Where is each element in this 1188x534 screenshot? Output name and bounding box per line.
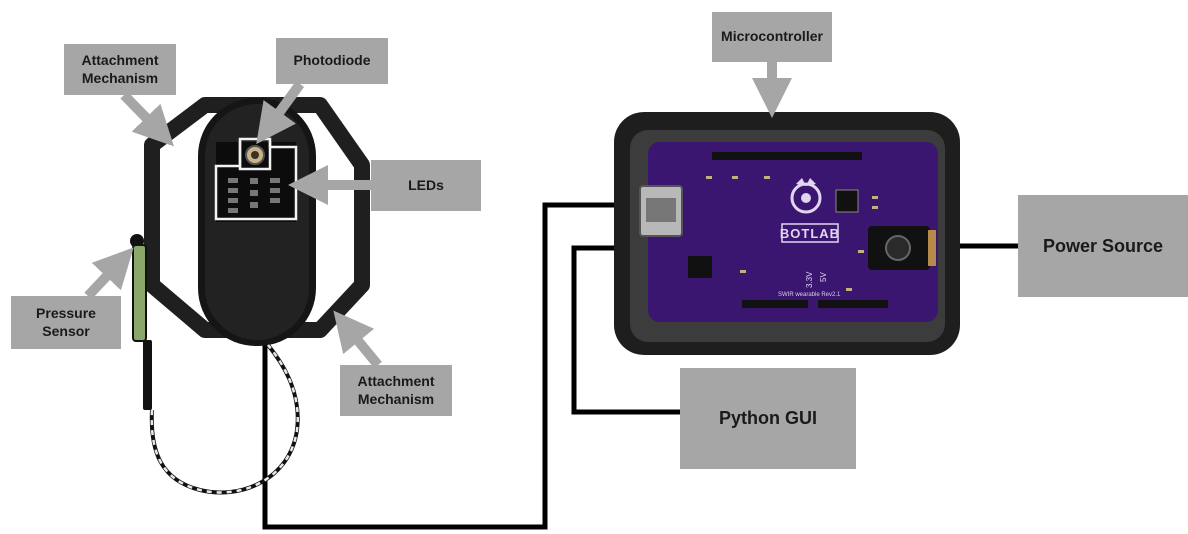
sensor-cable (149, 343, 300, 495)
label-python-gui: Python GUI (680, 368, 856, 469)
pointer-arrows (84, 62, 792, 369)
pcb-v33: 3.3V (805, 271, 814, 288)
arrow-photodiode (256, 81, 305, 145)
label-photodiode: Photodiode (276, 38, 388, 84)
pcb (648, 142, 938, 322)
arrow-pressure (84, 247, 134, 300)
sensor-to-micro-wire (262, 202, 648, 530)
led-board (214, 137, 298, 222)
microcontroller-unit: BOTLAB SWIR wearable Rev2.1 3.3V 5V (614, 112, 960, 355)
label-leds: LEDs (371, 160, 481, 211)
label-pressure-sensor: Pressure Sensor (11, 296, 121, 349)
arrow-attachment-top (120, 91, 174, 147)
arrow-attachment-bottom (333, 310, 382, 369)
label-attachment-mechanism-top: Attachment Mechanism (64, 44, 176, 95)
label-microcontroller: Microcontroller (712, 12, 832, 62)
leds-icon (228, 178, 280, 213)
pcb-silk-name: SWIR wearable Rev2.1 (778, 292, 841, 298)
label-attachment-mechanism-bottom: Attachment Mechanism (340, 365, 452, 416)
attachment-frame (144, 97, 370, 338)
label-power-source: Power Source (1018, 195, 1188, 297)
micro-to-gui-wire (571, 245, 680, 415)
pcb-v5: 5V (819, 272, 828, 282)
pcb-logo-text: BOTLAB (780, 226, 840, 241)
wearable-sensor (130, 97, 370, 495)
botlab-logo-icon (790, 178, 822, 214)
pressure-sensor-icon (130, 234, 152, 410)
